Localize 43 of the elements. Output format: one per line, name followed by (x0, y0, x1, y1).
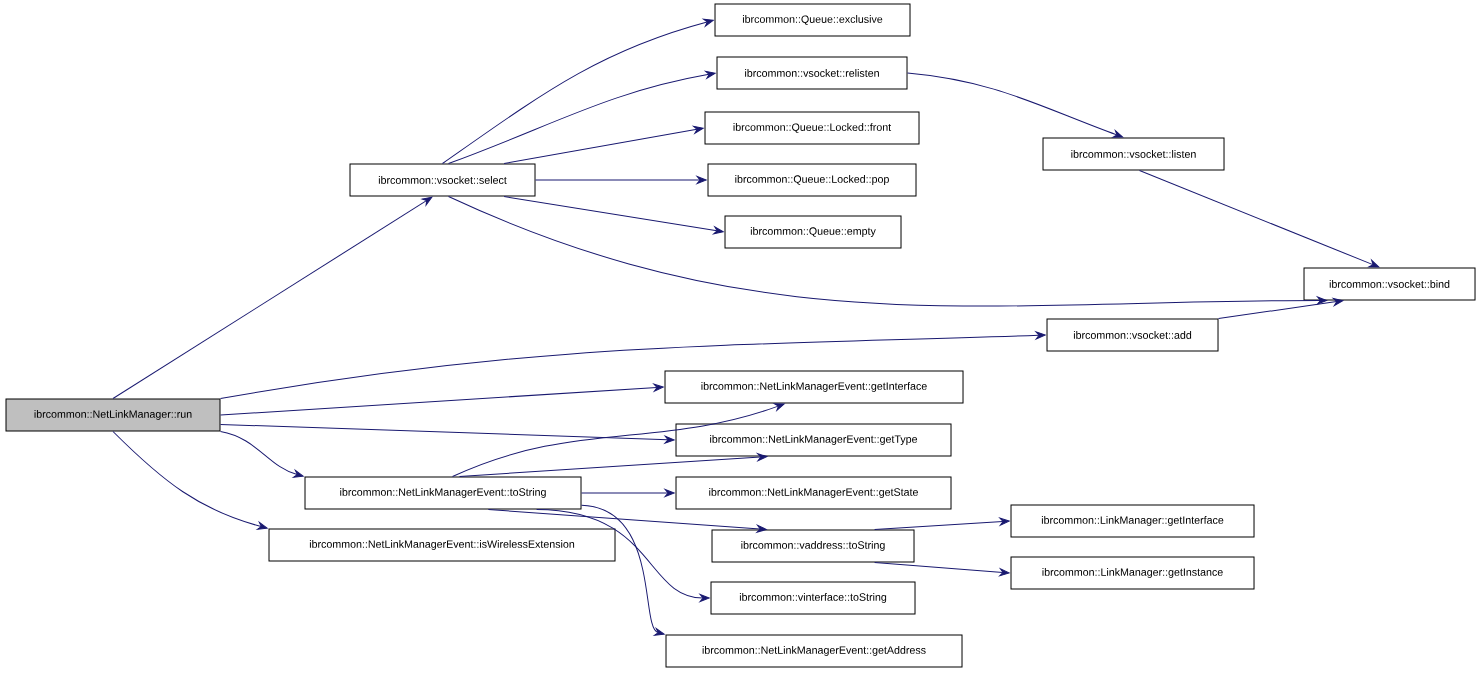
arrow (874, 517, 1010, 530)
arrow (487, 509, 767, 533)
arrow (220, 431, 304, 478)
function-box: ibrcommon::NetLinkManagerEvent::getState (675, 476, 952, 510)
arrow (112, 196, 433, 399)
function-box: ibrcommon::vsocket::relisten (716, 56, 908, 90)
function-box: ibrcommon::Queue::Locked::front (704, 111, 920, 145)
arrow (112, 431, 268, 530)
function-box: ibrcommon::NetLinkManagerEvent::isWirelessExtension (268, 528, 616, 562)
arrow (1218, 298, 1344, 319)
arrow (535, 175, 707, 185)
function-box: ibrcommon::Queue::exclusive (714, 3, 911, 37)
arrow (448, 70, 716, 164)
function-box: ibrcommon::vsocket::listen (1042, 137, 1225, 171)
arrow (220, 423, 675, 444)
arrow (452, 403, 785, 477)
arrow (536, 509, 710, 603)
arrow (442, 18, 714, 164)
function-box: ibrcommon::LinkManager::getInstance (1010, 556, 1255, 590)
function-box: ibrcommon::Queue::empty (724, 215, 902, 249)
arrow (1139, 170, 1380, 268)
function-box: ibrcommon::NetLinkManagerEvent::getType (675, 423, 952, 457)
function-box: ibrcommon::vinterface::toString (710, 581, 916, 615)
arrow (874, 562, 1010, 577)
function-box: ibrcommon::NetLinkManagerEvent::toString (304, 476, 582, 510)
function-box: ibrcommon::NetLinkManagerEvent::getInterface (664, 370, 964, 404)
function-box: ibrcommon::NetLinkManagerEvent::getAddress (665, 634, 963, 668)
arrow (581, 488, 675, 498)
arrow (220, 331, 1046, 399)
arrow (907, 72, 1124, 138)
function-box: ibrcommon::Queue::Locked::pop (707, 163, 917, 197)
function-box: ibrcommon::NetLinkManager::run (5, 398, 221, 432)
function-box: ibrcommon::vsocket::add (1046, 318, 1219, 352)
arrow (581, 504, 665, 636)
function-box: ibrcommon::vsocket::bind (1303, 267, 1476, 301)
arrow (448, 196, 1328, 307)
function-box: ibrcommon::vsocket::select (349, 163, 536, 197)
arrow (220, 383, 664, 416)
function-box: ibrcommon::vaddress::toString (711, 529, 915, 563)
arrow (503, 196, 724, 235)
arrow (459, 453, 768, 477)
arrow (503, 125, 704, 164)
function-box: ibrcommon::LinkManager::getInterface (1010, 504, 1255, 538)
